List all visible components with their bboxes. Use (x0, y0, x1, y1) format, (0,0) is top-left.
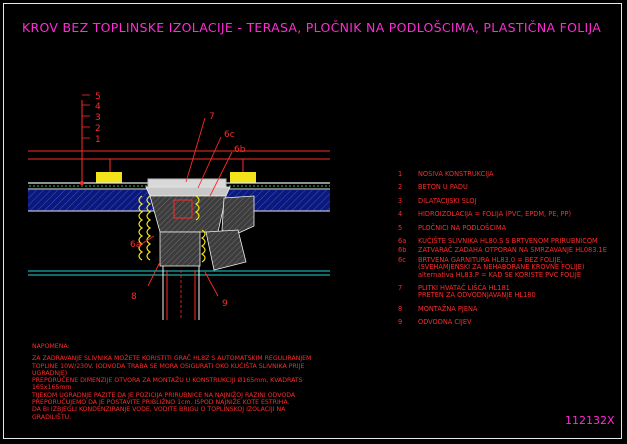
legend-text: ODVODNA CIJEV (418, 318, 472, 327)
legend-item: 9 ODVODNA CIJEV (398, 318, 626, 327)
callout-5: 5 (95, 92, 101, 102)
callout-9: 9 (222, 299, 228, 309)
legend-text: alternativa HL83.P = KAD SE KORISTE PVC … (418, 270, 581, 279)
legend-text: PLOČNICI NA PODLOŠCIMA (418, 223, 507, 232)
callout-6c: 6c (224, 130, 235, 140)
paving-layer (28, 150, 330, 183)
legend-number: 6b (398, 246, 407, 255)
drawing-frame (3, 3, 622, 439)
legend-number: 1 (398, 170, 403, 178)
leader-lines (139, 117, 233, 297)
legend-number: 2 (398, 183, 403, 192)
notes-body: ZA ZADRAVANJE SLIVNIKA MOŽETE KORISTITI … (32, 355, 332, 421)
callout-6a: 6a (130, 240, 141, 250)
layer-callouts: 5 4 3 2 1 (80, 92, 101, 185)
callout-1: 1 (95, 135, 101, 145)
legend-text: KUĆIŠTE SLIVNIKA HL80.S S BRTVENOM PRIRU… (418, 237, 598, 246)
callout-4: 4 (95, 102, 101, 112)
legend-number: 5 (398, 223, 403, 232)
legend-text: NOSIVA KONSTRUKCIJA (418, 170, 494, 178)
callout-2: 2 (95, 124, 101, 134)
callout-3: 3 (95, 113, 101, 123)
notes-line: DA BI IZBJEGLI KONDENZIRANJE VODE, VODIT… (32, 406, 286, 414)
notes-title: NAPOMENA: (32, 343, 70, 350)
notes: NAPOMENA: ZA ZADRAVANJE SLIVNIKA MOŽETE … (32, 343, 332, 421)
legend-text: HIDROIZOLACIJA = FOLIJA (PVC, EPDM, PE, … (418, 210, 572, 219)
notes-line: TOPLINE 10W/230V. (ODVODA TRABA SE MORA … (32, 362, 305, 370)
legend-text: BRTVENA GARNITURA HL83.0 = BEZ FOLIJE, (418, 255, 563, 264)
legend-number: 7 (398, 284, 403, 293)
legend-text: PLITKI HVATAČ LIŠĆA HL181 (418, 284, 510, 293)
drain-body (138, 178, 255, 320)
notes-line: TIJEKOM UGRADNJE PAZITE DA JE POZICIJA P… (32, 391, 296, 399)
drawing-title: KROV BEZ TOPLINSKE IZOLACIJE - TERASA, P… (22, 20, 602, 35)
legend-item: 4 HIDROIZOLACIJA = FOLIJA (PVC, EPDM, PE,… (398, 210, 626, 219)
legend: 1 NOSIVA KONSTRUKCIJA 2 BETON U PADU 3 DILATA… (398, 170, 626, 327)
legend-text: DILATACIJSKI SLOJ (418, 196, 477, 205)
legend-item: 6a KUĆIŠTE SLIVNIKA HL80.S S BRTVENOM PRI… (398, 237, 626, 246)
legend-text: BETON U PADU (418, 183, 468, 192)
callout-6b: 6b (234, 145, 246, 155)
legend-item: 6b ZATVARAČ ZADAHA OTPORAN NA SMRZAVANJE … (398, 246, 626, 255)
legend-item: 6c BRTVENA GARNITURA HL83.0 = BEZ FOLIJE,… (398, 255, 626, 279)
notes-line: 165x165mm (32, 384, 72, 392)
legend-item: 3 DILATACIJSKI SLOJ (398, 196, 626, 205)
legend-text: (SVEHAMJENSKI ZA NEHABORANE KROVNE FOLIJ… (418, 263, 585, 272)
legend-number: 6a (398, 237, 407, 246)
legend-item: 8 MONTAŽNA PJENA (398, 304, 626, 313)
legend-number: 4 (398, 210, 403, 219)
legend-text: ZATVARAČ ZADAHA OTPORAN NA SMRZAVANJE HL… (418, 246, 607, 255)
legend-number: 6c (398, 255, 406, 264)
legend-number: 3 (398, 196, 403, 205)
legend-text: MONTAŽNA PJENA (418, 304, 478, 313)
legend-number: 9 (398, 318, 403, 327)
legend-text: PRETEN ZA ODVODNJAVANJE HL180 (418, 291, 536, 300)
callout-8: 8 (131, 292, 137, 302)
notes-line: GRADILIŠTU. (32, 413, 72, 421)
legend-item: 1 NOSIVA KONSTRUKCIJA (398, 170, 626, 178)
notes-line: PREPORUČENE DIMENZIJE OTVORA ZA MONTAŽU … (32, 377, 303, 385)
notes-line: PREPORUČUJEMO DA JE POSTAVITE PRIBLIŽNO … (32, 399, 290, 407)
legend-item: 5 PLOČNICI NA PODLOŠCIMA (398, 223, 626, 232)
legend-number: 8 (398, 304, 403, 313)
notes-line: ZA ZADRAVANJE SLIVNIKA MOŽETE KORISTITI … (32, 355, 312, 363)
drawing-code: 112132X (565, 414, 615, 427)
callout-7: 7 (209, 112, 215, 122)
notes-line: UGRADNJE) (32, 369, 68, 377)
legend-item: 2 BETON U PADU (398, 183, 626, 192)
